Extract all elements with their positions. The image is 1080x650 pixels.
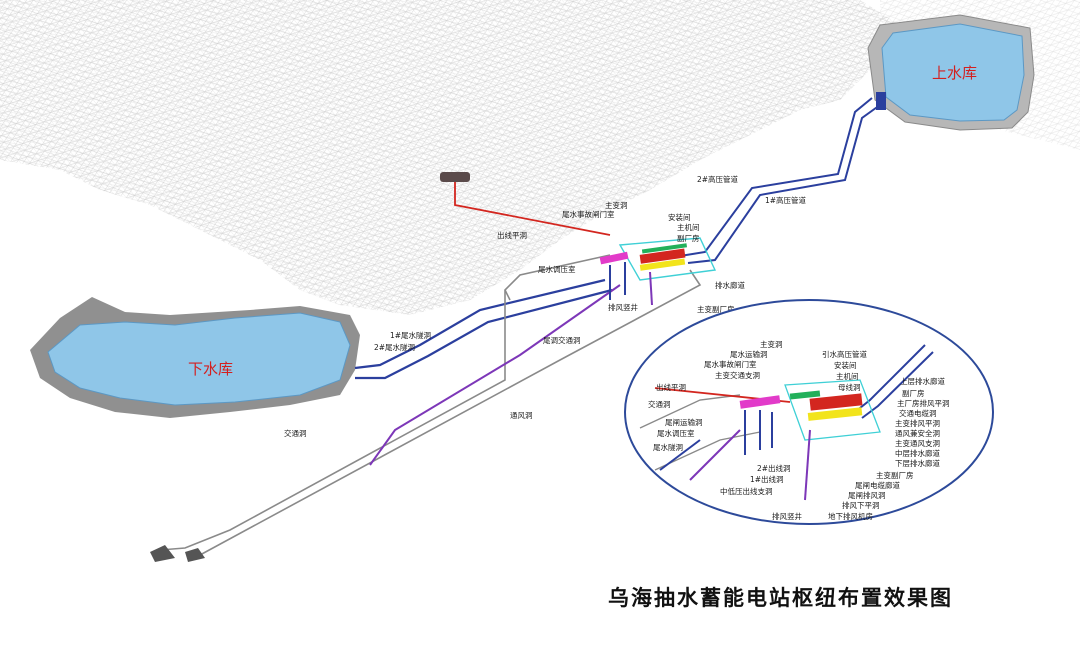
label-tail-tunnel-2: 2#尾水隧洞 [374,342,415,352]
vent-tunnel [369,284,621,466]
tunnel-portals [150,545,205,562]
detail-label-busbar: 母线洞 [838,382,861,392]
label-vent-tunnel: 通风洞 [510,410,533,420]
label-outlet-flat: 出线平洞 [497,230,527,240]
access-tunnels [159,254,702,556]
detail-label-tail-exhaust: 尾闸排风洞 [848,490,886,500]
upper-reservoir-label: 上水库 [932,64,977,82]
tailrace-tunnels [354,278,613,380]
detail-label-main-transformer: 主变洞 [760,339,783,349]
outlet-line [440,172,611,236]
main-labels: 2#高压管道 1#高压管道 主变洞 尾水事故闸门室 安装间 主机间 副厂房 出线… [284,174,807,438]
detail-label-mid-low-outlet: 中低压出线支洞 [720,486,773,496]
detail-label-exhaust-low: 排风下平洞 [842,500,880,510]
label-drain-gallery: 排水廊道 [715,280,745,290]
detail-label-assembly: 安装间 [834,360,857,370]
detail-label-access-tunnel: 交通洞 [648,399,671,409]
detail-label-mid-drain: 中层排水廊道 [895,448,940,458]
diagram-title: 乌海抽水蓄能电站枢纽布置效果图 [608,585,953,610]
detail-label-vent-shaft: 排风竖井 [772,511,802,521]
detail-label-upper-drain: 上层排水廊道 [900,376,945,386]
label-tail-surge: 尾水调压室 [538,264,576,274]
detail-label-tail-transport: 尾水运输洞 [730,349,768,359]
detail-label-outlet-2: 2#出线洞 [757,463,791,473]
detail-label-outlet-flat: 出线平洞 [656,382,686,392]
detail-label-plant-exhaust: 主厂房排风平洞 [897,398,950,408]
detail-label-outlet-1: 1#出线洞 [750,474,784,484]
detail-label-tail-gate-transport: 尾闸运输洞 [665,417,703,427]
detail-label-main-aux: 主变副厂房 [876,470,914,480]
detail-label-vent-safety: 通风兼安全洞 [895,428,940,438]
label-tail-gate: 尾水事故闸门室 [562,209,615,219]
detail-label-intake-hp: 引水高压管道 [822,349,867,359]
detail-label-low-drain: 下层排水廊道 [895,458,940,468]
detail-label-aux-plant: 副厂房 [902,388,925,398]
detail-label-tail-gate: 尾水事故闸门室 [704,359,757,369]
powerhouse-complex [599,237,717,306]
detail-label-cable-gallery: 交通电缆洞 [899,408,937,418]
detail-labels: 主变洞 尾水运输洞 尾水事故闸门室 主变交通支洞 出线平洞 交通洞 尾闸运输洞 … [648,339,950,521]
label-hp2: 2#高压管道 [697,174,739,184]
lower-reservoir: 下水库 [30,297,360,418]
label-surge-access: 尾调交通洞 [543,335,581,345]
detail-label-transformer-access: 主变交通支洞 [715,370,760,380]
label-access-tunnel: 交通洞 [284,428,307,438]
label-hp1: 1#高压管道 [765,195,807,205]
detail-inset [624,299,994,525]
detail-label-transformer-exhaust: 主变排风平洞 [895,418,940,428]
detail-label-underground-fan: 地下排风机房 [828,511,873,521]
label-assembly: 安装间 [668,212,691,222]
label-vent-shaft: 排风竖井 [608,302,638,312]
detail-label-tail-tunnel: 尾水隧洞 [653,442,683,452]
lower-reservoir-label: 下水库 [188,360,233,378]
detail-label-main-machine: 主机间 [836,371,859,381]
upper-reservoir: 上水库 [867,14,1035,131]
label-aux-plant: 副厂房 [677,233,700,243]
detail-label-tail-cable: 尾闸电缆廊道 [855,480,900,490]
detail-label-transformer-vent: 主变通风支洞 [895,438,940,448]
label-main-aux: 主变副厂房 [697,304,735,314]
detail-label-tail-surge: 尾水调压室 [657,428,695,438]
label-main-transformer: 主变洞 [605,200,628,210]
label-main-machine: 主机间 [677,222,700,232]
label-tail-tunnel-1: 1#尾水隧洞 [390,330,431,340]
